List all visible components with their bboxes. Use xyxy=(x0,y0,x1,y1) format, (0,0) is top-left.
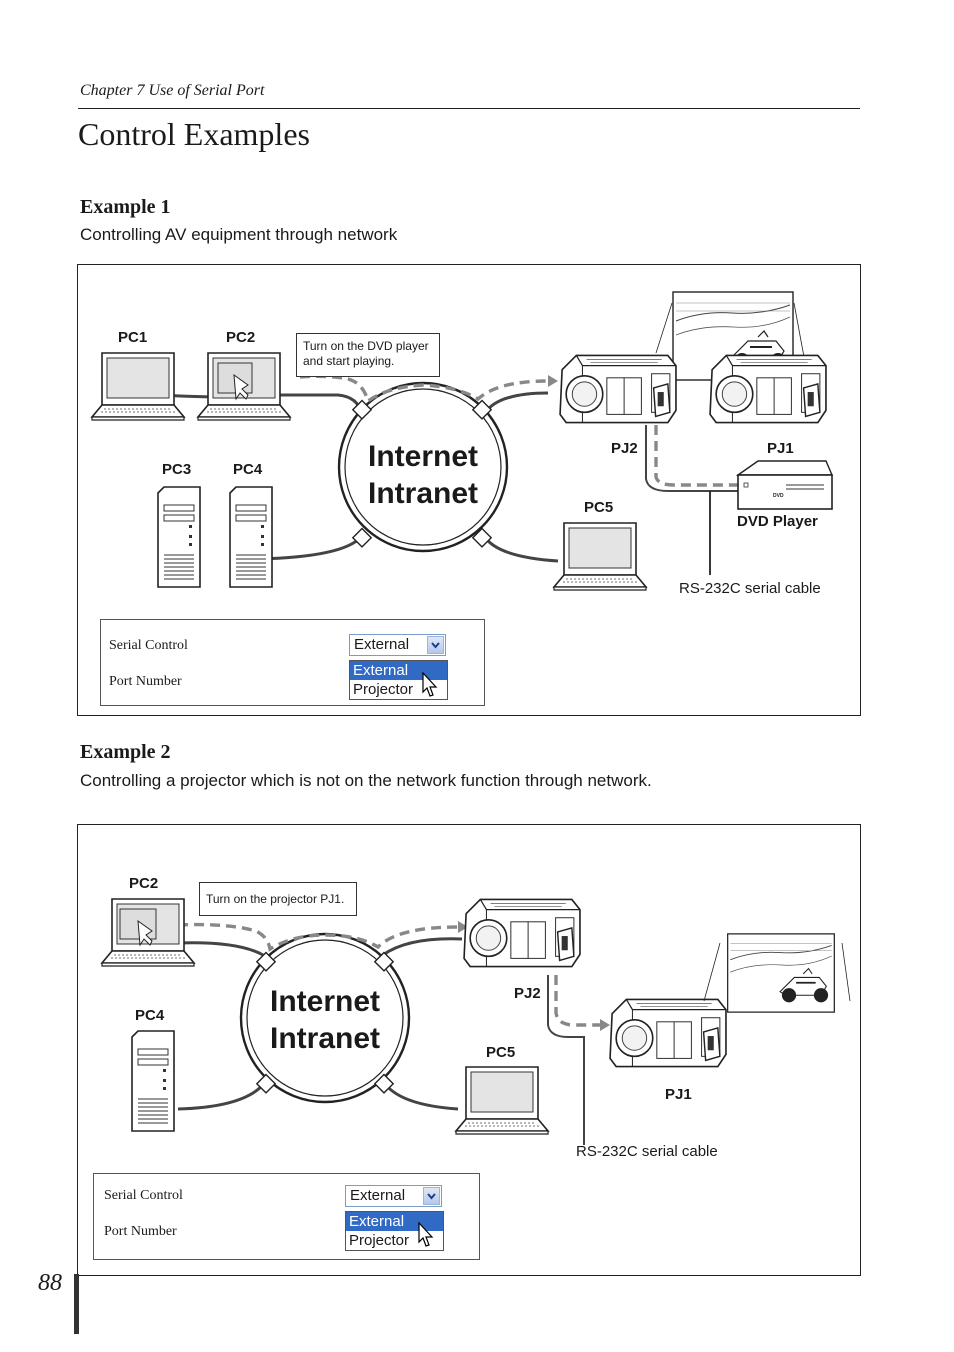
cloud-intranet: Intranet xyxy=(270,1022,381,1055)
dvd-callout-line1: Turn on the DVD player xyxy=(303,339,429,353)
option-projector[interactable]: Projector xyxy=(353,681,414,698)
cloud-text: Internet Intranet xyxy=(368,438,478,512)
pc5-label: PC5 xyxy=(584,499,614,516)
pc2-label: PC2 xyxy=(129,875,159,892)
pj2-label: PJ2 xyxy=(611,440,638,457)
port-number-label: Port Number xyxy=(104,1224,177,1239)
serial-control-panel: Serial Control Port Number External Exte… xyxy=(100,619,485,706)
dvd-callout-line2: and start playing. xyxy=(303,354,395,368)
pc4-label: PC4 xyxy=(135,1007,165,1024)
mouse-cursor-icon xyxy=(422,672,438,697)
example1-diagram xyxy=(91,291,834,591)
pc3-label: PC3 xyxy=(162,461,192,478)
example1-heading: Example 1 xyxy=(80,196,171,218)
chapter-header: Chapter 7 Use of Serial Port xyxy=(80,82,265,99)
pj1-label: PJ1 xyxy=(767,440,794,457)
serial-control-label: Serial Control xyxy=(104,1188,183,1203)
rs232c-cable-label: RS-232C serial cable xyxy=(576,1143,718,1160)
serial-control-panel: Serial Control Port Number External Exte… xyxy=(93,1173,480,1260)
example1-figure: PC1 PC2 PC3 PC4 PC5 PJ2 PJ1 DVD Player D… xyxy=(77,264,861,716)
rs232c-cable-label: RS-232C serial cable xyxy=(679,580,821,597)
page-title: Control Examples xyxy=(78,116,310,152)
serial-control-label: Serial Control xyxy=(109,638,188,653)
example2-figure: PC2 PC4 PC5 PJ2 PJ1 RS-232C serial cable… xyxy=(77,824,861,1276)
serial-control-dropdown[interactable]: External xyxy=(349,634,446,656)
cloud-intranet: Intranet xyxy=(368,477,479,510)
cloud-text: Internet Intranet xyxy=(270,983,380,1057)
chevron-down-icon[interactable] xyxy=(427,636,444,654)
cloud-internet: Internet xyxy=(270,985,381,1018)
pc1-label: PC1 xyxy=(118,329,148,346)
pc5-label: PC5 xyxy=(486,1044,516,1061)
pj1-label: PJ1 xyxy=(665,1086,692,1103)
option-projector[interactable]: Projector xyxy=(349,1232,410,1249)
dropdown-selected-value: External xyxy=(350,1187,406,1204)
pj2-label: PJ2 xyxy=(514,985,541,1002)
page-number: 88 xyxy=(38,1270,62,1296)
example1-description: Controlling AV equipment through network xyxy=(80,225,398,244)
dropdown-selected-value: External xyxy=(354,636,410,653)
dvd-player-label: DVD Player xyxy=(737,513,818,530)
example2-heading: Example 2 xyxy=(80,741,171,763)
pc4-label: PC4 xyxy=(233,461,263,478)
page-number-bar xyxy=(74,1274,79,1334)
port-number-label: Port Number xyxy=(109,674,182,689)
header-rule xyxy=(78,108,860,109)
cloud-internet: Internet xyxy=(368,440,479,473)
pc2-label: PC2 xyxy=(226,329,256,346)
projector-callout: Turn on the projector PJ1. xyxy=(199,882,357,916)
example2-description: Controlling a projector which is not on … xyxy=(80,771,652,790)
dvd-logo: DVD xyxy=(773,493,784,499)
chevron-down-icon[interactable] xyxy=(423,1187,440,1205)
serial-control-dropdown[interactable]: External xyxy=(345,1185,442,1207)
mouse-cursor-icon xyxy=(418,1222,434,1247)
example2-diagram xyxy=(101,898,851,1145)
dvd-callout: Turn on the DVD player and start playing… xyxy=(296,333,440,377)
